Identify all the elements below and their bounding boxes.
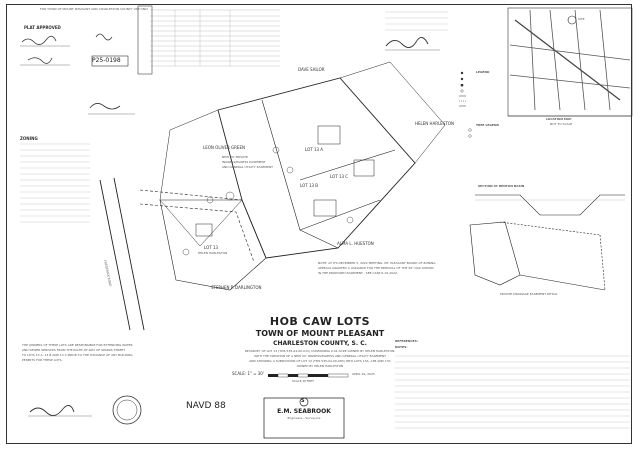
scale-text: SCALE: 1" = 30': [232, 371, 264, 376]
owner-right-label: HELEN HARLESTON: [415, 121, 454, 126]
sheet-border: [6, 4, 632, 444]
curve-table: [150, 9, 280, 67]
scale-bar: [268, 373, 349, 378]
easement-line2: INGRESS/EGRESS EASEMENT: [222, 160, 266, 164]
lot-13b-label: LOT 13 B: [300, 183, 319, 188]
surveyor-name: E.M. SEABROOK: [277, 408, 331, 415]
references-title: REFERENCES:: [395, 339, 418, 343]
legend-title: LEGEND: [476, 70, 490, 74]
approval-signatures: [20, 5, 153, 115]
title-desc2: WITH THE CREATION OF A NEW 20' INGRESS/E…: [254, 354, 386, 358]
zoning-title: ZONING: [20, 136, 38, 141]
site-label: SITE: [578, 17, 585, 21]
owners-note-line3: TO LOTS 13 A, 13 B AND 13 C PRIOR TO THE…: [22, 353, 133, 357]
lot-13a-label: LOT 13 A: [305, 147, 324, 152]
title-line1: HOB CAW LOTS: [269, 315, 371, 328]
tree-legend: [468, 128, 472, 138]
plat-number: P25-0198: [92, 57, 121, 64]
parcel-drawing: [99, 61, 446, 331]
seabrook-logo-letter: S: [301, 398, 305, 404]
title-desc4: OWNED BY HELEN HARLESTON: [296, 364, 344, 368]
legend-block: [459, 71, 466, 107]
bottom-notes-lines: [395, 355, 630, 429]
boa-note-line2: APPEALS GRANTED A VARIANCE FOR THE REMOV…: [318, 266, 434, 270]
owner-left-label: LEON OLIVER GREEN: [203, 145, 245, 150]
zoning-lines: [20, 143, 90, 223]
owner-bottom-label: STEPHEN P. DARLINGTON: [211, 285, 262, 290]
owners-note-line1: THE OWNERS OF THESE LOTS ARE RESPONSIBLE…: [22, 343, 133, 347]
title-line2: TOWN OF MOUNT PLEASANT: [255, 329, 385, 338]
drainage-detail: [469, 221, 606, 291]
owner-top-label: DAVE SAILOR: [298, 67, 325, 72]
owner-mid-label: ALMA L. HUESTON: [337, 241, 374, 246]
surveyor-seal: [28, 395, 142, 425]
title-desc3: AND SHOWING A SUBDIVISION OF LOT 13 (TMS…: [249, 359, 391, 363]
lot-13-label: LOT 13: [204, 245, 219, 250]
easement-line3: AND GENERAL UTILITY EASEMENT: [222, 165, 273, 169]
location-map: [507, 7, 633, 117]
seabrook-logo: [263, 397, 345, 439]
title-desc1: RESURVEY OF LOT 13 (TMS 535-04-00-011) C…: [244, 349, 396, 353]
plat-approved-label: PLAT APPROVED: [24, 25, 61, 30]
section-detail: [475, 194, 625, 216]
location-map-scale: NOT TO SCALE: [550, 122, 573, 126]
lot-13c-label: LOT 13 C: [330, 174, 349, 179]
certification-block: [385, 11, 448, 51]
title-line3: CHARLESTON COUNTY, S. C.: [273, 340, 367, 347]
surveyor-tagline: Engineers - Surveyors: [287, 416, 321, 420]
location-map-title: LOCATION MAP: [546, 117, 572, 121]
easement-line1: NEW 20' PRIVATE: [222, 155, 248, 159]
lot-13-owner: HELEN HARLESTON: [198, 251, 228, 255]
datum-label: NAVD 88: [186, 401, 226, 411]
boa-note-line3: IN THE PROPOSED EASEMENT - SEE CASE 6-19…: [318, 271, 398, 275]
recording-strip: FOR TOWN OF MOUNT PLEASANT AND CHARLESTO…: [40, 7, 149, 11]
tree-legend-title: TREE LEGEND: [476, 123, 499, 127]
drainage-detail-title: PRIVATE DRAINAGE EASEMENT DETAIL: [500, 292, 558, 296]
plat-date: APRIL 29, 2025: [352, 372, 375, 376]
owners-note-line2: AND SEWER SERVICES FROM THE RIGHT-OF-WAY…: [22, 348, 126, 352]
notes-title: NOTES:: [395, 345, 408, 349]
scale-feet-label: SCALE IN FEET: [292, 379, 315, 383]
boa-note-line1: NOTE: AT ITS DECEMBER 5, 2022 MEETING, M…: [318, 261, 436, 265]
section-title: SECTION AT RENTON BASIN: [478, 184, 525, 188]
owners-note-line4: PERMITS FOR THESE LOTS.: [22, 358, 63, 362]
